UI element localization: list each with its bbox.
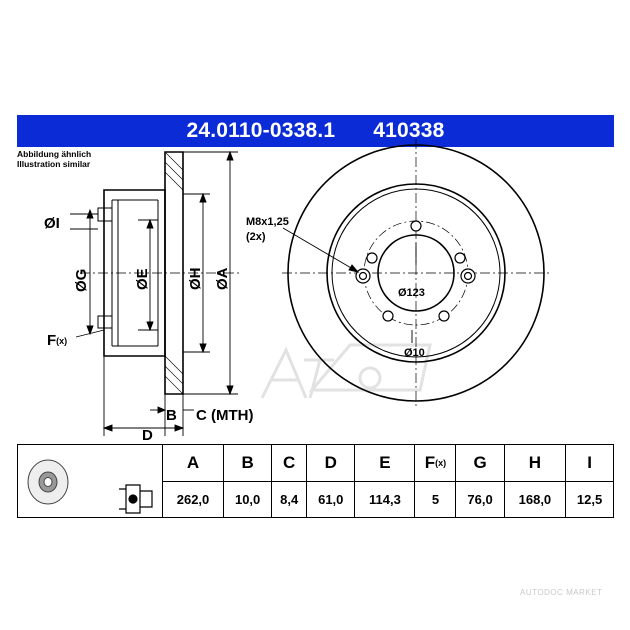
hole-label: Ø10: [404, 347, 425, 359]
spec-value-c: 8,4: [271, 481, 307, 517]
label-dim-e: ØE: [134, 268, 151, 290]
spec-value-f: 5: [414, 481, 456, 517]
thumbnail-drawings: [27, 459, 153, 514]
spec-header-row: A B C D E F(x) G H I: [163, 445, 613, 482]
spec-value-e: 114,3: [354, 481, 415, 517]
spec-key-c: C: [271, 445, 307, 482]
spec-key-g: G: [455, 445, 505, 482]
spec-key-f: F(x): [414, 445, 456, 482]
thread-label: M8x1,25: [246, 216, 289, 228]
spec-value-i: 12,5: [565, 481, 613, 517]
dimension-labels: ØI ØG ØE ØH ØA F(x) B C (MTH) D: [44, 215, 253, 444]
spec-value-a: 262,0: [176, 492, 210, 507]
spec-value-b: 10,0: [223, 481, 272, 517]
spec-value-row: 262,0 10,0 8,4 61,0 114,3 5 76,0 168,0 1…: [163, 481, 613, 517]
disc-thumbnail-icon: [27, 459, 69, 505]
disc-cross-section: [80, 151, 240, 395]
reference-number: 410338: [373, 119, 445, 142]
spec-key-a: A: [163, 445, 224, 482]
ate-logo-watermark: [260, 343, 432, 399]
note-line-de: Abbildung ähnlich: [17, 149, 92, 159]
spec-value-g: 76,0: [455, 481, 505, 517]
label-dim-b: B: [166, 407, 177, 424]
thumbnail-area: [18, 445, 163, 517]
label-dim-c: C (MTH): [196, 407, 253, 424]
spec-key-b: B: [223, 445, 272, 482]
title-bar: 24.0110-0338.1 410338: [17, 115, 614, 147]
spec-key-h: H: [503, 445, 566, 482]
label-dim-a: ØA: [214, 267, 231, 290]
spec-key-d: D: [306, 445, 355, 482]
disc-front-view: [260, 139, 550, 407]
label-dim-f: F(x): [47, 332, 67, 349]
spec-value-h: 168,0: [503, 481, 566, 517]
watermark: AUTODOC MARKET: [520, 588, 603, 597]
front-view-labels: M8x1,25 (2x) Ø123 Ø10: [246, 216, 425, 359]
pcd-label: Ø123: [398, 287, 425, 299]
label-dim-i: ØI: [44, 215, 60, 232]
spec-table: A B C D E F(x) G H I 262,0 10,0 8,4 61,0…: [17, 444, 614, 518]
part-number: 24.0110-0338.1: [186, 119, 336, 142]
dimension-lines: [70, 150, 238, 436]
hub-thumbnail-icon: [119, 484, 153, 514]
label-dim-h: ØH: [187, 268, 204, 291]
thread-count-label: (2x): [246, 231, 266, 243]
label-dim-d: D: [142, 427, 153, 444]
spec-grid: A B C D E F(x) G H I 262,0 10,0 8,4 61,0…: [163, 445, 613, 517]
label-dim-g: ØG: [73, 269, 90, 292]
spec-value-d: 61,0: [306, 481, 355, 517]
spec-key-i: I: [565, 445, 613, 482]
illustration-note: Abbildung ähnlich Illustration similar: [17, 149, 91, 169]
note-line-en: Illustration similar: [17, 159, 91, 169]
spec-key-e: E: [354, 445, 415, 482]
